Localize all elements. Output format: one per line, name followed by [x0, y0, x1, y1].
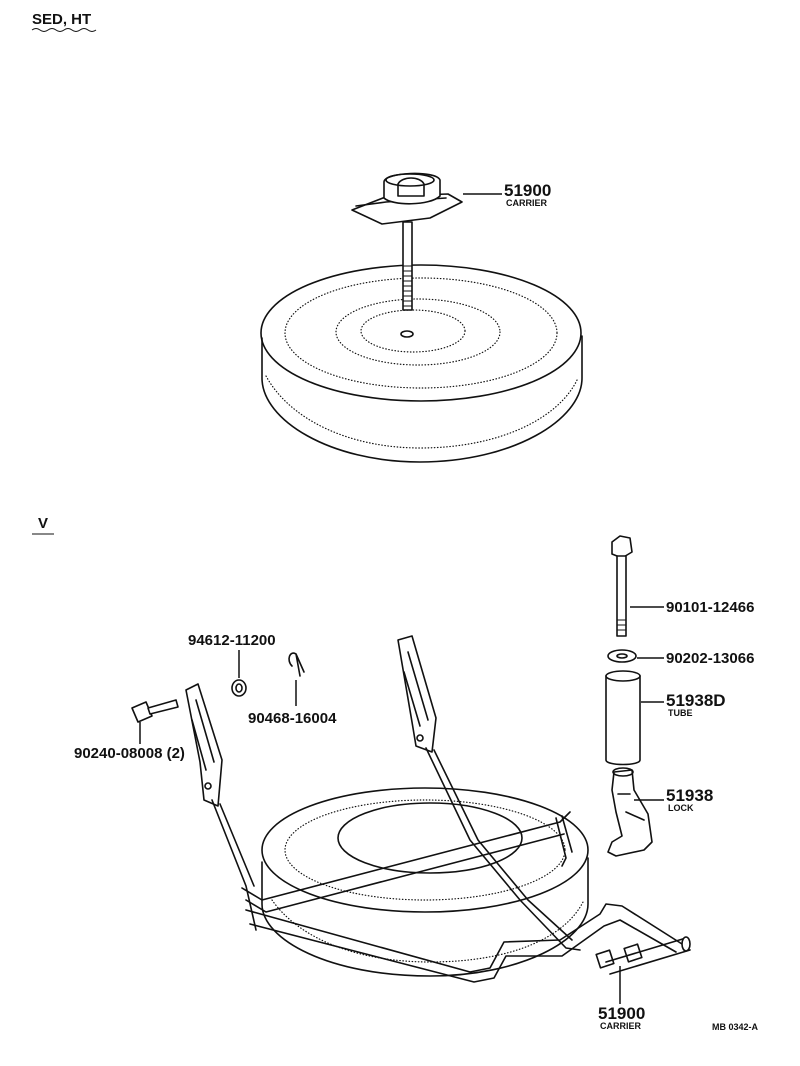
- cotter-pin-shape: [288, 652, 305, 677]
- lock-bolt: 90101-12466: [611, 535, 754, 637]
- lock-bolt-thread: [617, 619, 626, 631]
- lock-washer: 90202-13066: [607, 649, 754, 667]
- callout-carrier-bottom-caption: CARRIER: [600, 1021, 642, 1031]
- left-hinge-bracket: [185, 683, 223, 807]
- carrier-bolt-thread: [403, 265, 412, 307]
- hinge-bolt: 90240-08008 (2): [74, 699, 185, 762]
- right-rear-bracket: [555, 815, 573, 867]
- cotter-pin: 90468-16004: [248, 652, 337, 727]
- callout-pin-number: 90468-16004: [248, 710, 337, 727]
- callout-carrier-top-number: 51900: [504, 181, 551, 200]
- section-v-text: V: [38, 515, 48, 532]
- section-label-v: V: [32, 515, 54, 535]
- right-hinge-hole: [416, 734, 424, 742]
- nut-hole: [235, 683, 243, 693]
- upper-cross-bar: [241, 811, 571, 913]
- bottom-wheel-opening: [337, 802, 523, 874]
- callout-carrier-top: 51900 CARRIER: [463, 181, 551, 208]
- top-tire-tread-line: [284, 277, 558, 389]
- washer-body: [607, 649, 637, 663]
- callout-washer-number: 90202-13066: [666, 650, 754, 667]
- callout-bolt-number: 90101-12466: [666, 599, 754, 616]
- hinge-bolt-head: [131, 701, 153, 723]
- lock-detail: [617, 793, 645, 821]
- washer-hole: [616, 653, 628, 659]
- top-carrier-assembly: [351, 172, 463, 311]
- top-wheel-inner: [360, 309, 466, 353]
- callout-tube-number: 51938D: [666, 691, 726, 710]
- lock-top: [612, 767, 634, 777]
- left-support-rod: [211, 799, 257, 931]
- callout-carrier-top-caption: CARRIER: [506, 198, 548, 208]
- bottom-tire-tread-line: [284, 799, 566, 901]
- callout-tube-caption: TUBE: [668, 708, 693, 718]
- lock-bracket: 51938 LOCK: [607, 767, 713, 857]
- left-hinge-hole: [204, 782, 212, 790]
- right-hinge-bracket: [397, 635, 437, 753]
- top-tire-sidewall: [261, 335, 583, 463]
- bottom-tire-sidewall: [261, 857, 589, 977]
- lock-bolt-shaft: [616, 555, 627, 637]
- bottom-carrier-frame: [185, 635, 691, 983]
- section-label-sed-ht: SED, HT: [31, 11, 97, 32]
- nut-body: [231, 679, 247, 697]
- carrier-end-cap: [681, 936, 691, 952]
- left-hinge-detail: [191, 699, 215, 771]
- top-tire-lower-line: [265, 375, 579, 449]
- callout-hinge-bolt-number: 90240-08008 (2): [74, 745, 185, 762]
- lower-carrier-rail: [245, 903, 683, 983]
- bottom-tire-lower-line: [271, 899, 585, 963]
- top-tire-outer-rim: [260, 264, 582, 402]
- section-sed-ht-underline: [31, 28, 97, 32]
- carrier-wing-nut-body: [397, 177, 425, 197]
- section-sed-ht-text: SED, HT: [32, 11, 91, 28]
- callout-lock-number: 51938: [666, 786, 713, 805]
- callout-nut-number: 94612-11200: [188, 632, 276, 649]
- right-hinge-detail: [403, 651, 429, 727]
- callout-carrier-bottom-number: 51900: [598, 1004, 645, 1023]
- carrier-end-rod: [605, 937, 691, 975]
- right-support-rod: [425, 747, 581, 951]
- drawing-code: MB 0342-A: [712, 1022, 759, 1032]
- top-hub-hole: [400, 330, 414, 338]
- bottom-tire-outer-rim: [261, 787, 589, 913]
- top-spare-tire: [260, 264, 583, 463]
- carrier-collar-left: [595, 949, 615, 969]
- tube-top: [605, 670, 641, 682]
- lock-bolt-head: [611, 535, 633, 559]
- callout-carrier-bottom: 51900 CARRIER: [598, 966, 645, 1031]
- lock-tube: 51938D TUBE: [605, 670, 726, 766]
- nut: 94612-11200: [188, 632, 276, 697]
- tube-body: [605, 675, 641, 766]
- bottom-spare-tire: [261, 787, 589, 977]
- carrier-collar-right: [623, 943, 643, 963]
- top-wheel-outer: [335, 298, 501, 366]
- carrier-wing-nut-top: [385, 173, 435, 187]
- callout-lock-caption: LOCK: [668, 803, 694, 813]
- hinge-bolt-shank: [147, 699, 179, 715]
